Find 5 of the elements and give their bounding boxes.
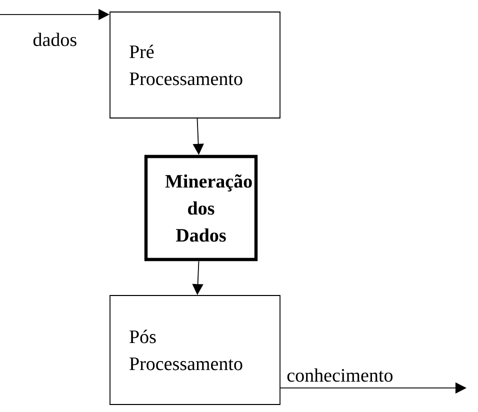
process-box: Mineração dos Dados — [144, 154, 258, 262]
process-box: Pós Processamento — [110, 295, 280, 405]
edge-label: dados — [32, 32, 78, 48]
edge-label: conhecimento — [286, 367, 394, 383]
process-box: Pré Processamento — [110, 12, 280, 118]
